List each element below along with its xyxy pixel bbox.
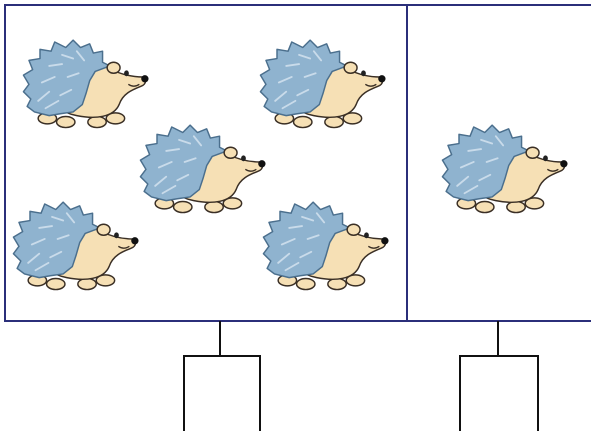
hedgehog-4: [12, 201, 140, 291]
right-answer-box[interactable]: [459, 355, 539, 431]
hedgehog-5: [262, 201, 390, 291]
hedgehog-1: [22, 39, 150, 129]
hedgehog-3: [139, 124, 267, 214]
left-answer-box[interactable]: [183, 355, 261, 431]
right-group-frame: [406, 4, 591, 322]
hedgehog-2: [259, 39, 387, 129]
hedgehog-6: [441, 124, 569, 214]
